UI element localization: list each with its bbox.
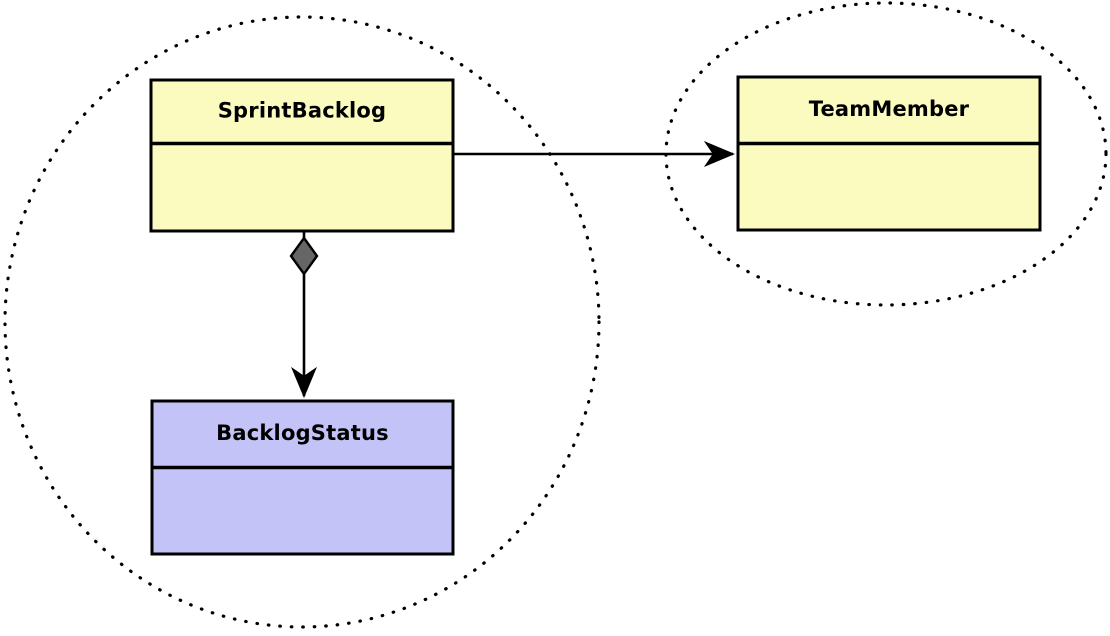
composition-diamond-icon bbox=[289, 235, 319, 277]
group-ellipse-left bbox=[3, 15, 601, 629]
class-box[interactable] bbox=[149, 78, 455, 233]
class-name-label: BacklogStatus bbox=[216, 421, 389, 445]
class-name-label: SprintBacklog bbox=[218, 99, 387, 123]
class-box[interactable] bbox=[736, 75, 1042, 232]
class-node-backlogstatus[interactable]: BacklogStatus bbox=[150, 399, 455, 556]
class-name-label: TeamMember bbox=[809, 97, 970, 121]
edge-sprintbacklog-backlogstatus[interactable] bbox=[289, 232, 319, 399]
class-node-sprintbacklog[interactable]: SprintBacklog bbox=[149, 78, 455, 233]
class-node-teammember[interactable]: TeamMember bbox=[736, 75, 1042, 232]
class-box[interactable] bbox=[150, 399, 455, 556]
